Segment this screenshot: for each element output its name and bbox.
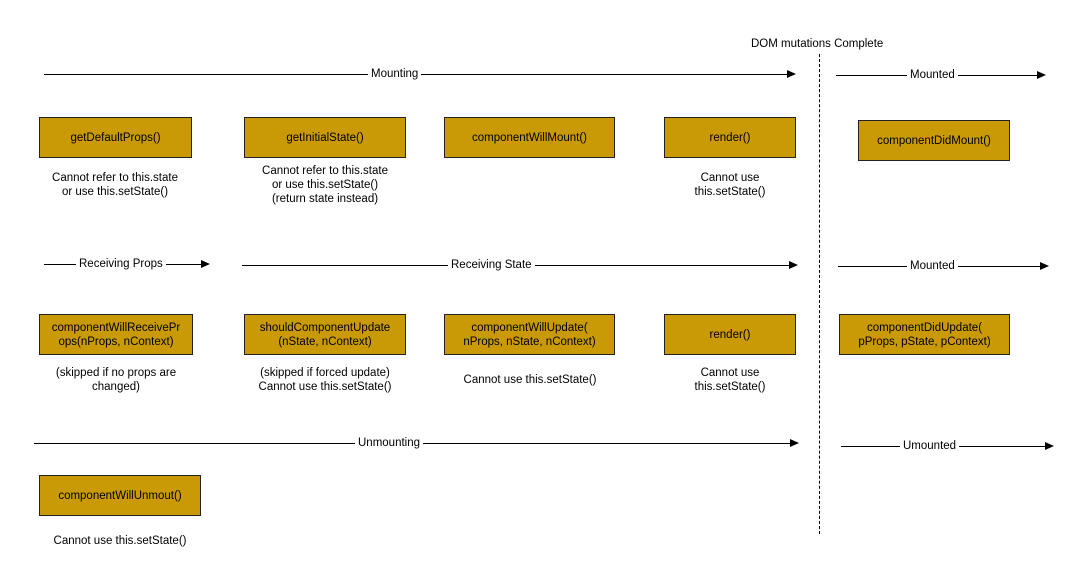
unmounted-label: Umounted	[900, 439, 960, 453]
arrowhead-icon	[1040, 262, 1049, 270]
mounted-label: Mounted	[907, 68, 958, 82]
component-did-mount-box: componentDidMount()	[858, 120, 1010, 161]
mounted-label-2: Mounted	[907, 259, 958, 273]
get-initial-state-note: Cannot refer to this.state or use this.s…	[262, 165, 388, 205]
should-component-update-box: shouldComponentUpdate (nState, nContext)	[244, 314, 406, 355]
render-box: render()	[664, 117, 796, 158]
arrowhead-icon	[1037, 71, 1046, 79]
render-note-2: Cannot use this.setState()	[694, 367, 766, 393]
component-will-receive-props-note: (skipped if no props are changed)	[55, 367, 177, 393]
get-default-props-box: getDefaultProps()	[39, 117, 192, 158]
get-initial-state-box: getInitialState()	[244, 117, 406, 158]
should-component-update-note: (skipped if forced update) Cannot use th…	[258, 367, 392, 393]
arrowhead-icon	[790, 439, 799, 447]
component-will-mount-box: componentWillMount()	[444, 117, 615, 158]
component-will-update-note: Cannot use this.setState()	[463, 374, 597, 386]
component-will-receive-props-box: componentWillReceivePr ops(nProps, nCont…	[39, 314, 193, 355]
arrowhead-icon	[1045, 442, 1054, 450]
component-will-unmount-note: Cannot use this.setState()	[53, 535, 187, 547]
component-will-unmount-box: componentWillUnmout()	[39, 475, 201, 516]
render-box-2: render()	[664, 314, 796, 355]
arrowhead-icon	[201, 260, 210, 268]
dom-mutations-divider	[819, 54, 820, 534]
component-did-update-box: componentDidUpdate( pProps, pState, pCon…	[839, 314, 1010, 355]
receiving-state-label: Receiving State	[448, 258, 535, 272]
arrowhead-icon	[789, 261, 798, 269]
render-note: Cannot use this.setState()	[694, 172, 766, 198]
unmounting-label: Unmounting	[355, 436, 424, 450]
component-will-update-box: componentWillUpdate( nProps, nState, nCo…	[444, 314, 615, 355]
mounting-label: Mounting	[368, 67, 422, 81]
arrowhead-icon	[787, 70, 796, 78]
dom-mutations-label: DOM mutations Complete	[751, 38, 884, 50]
receiving-props-label: Receiving Props	[76, 257, 166, 271]
get-default-props-note: Cannot refer to this.state or use this.s…	[52, 172, 178, 198]
